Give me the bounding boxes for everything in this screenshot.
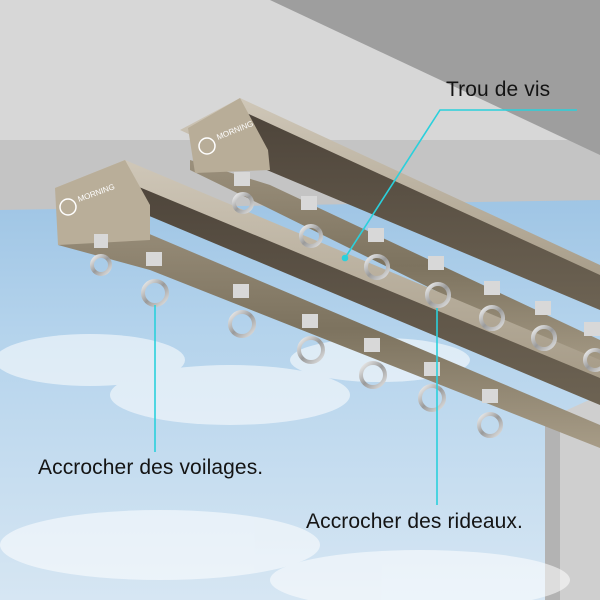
ring-hook [583,322,600,372]
ring-hook [228,284,256,338]
ring-hook [531,301,557,351]
ceiling-wall-slope [270,0,600,155]
front-rail-endcap [55,160,150,245]
back-rail-channel [240,110,600,310]
front-rail-face [58,210,600,448]
callout-dot-screw-hole [341,254,349,262]
ring-hook [90,234,112,276]
ring-hook [425,256,451,308]
back-rail-hooks [232,172,600,372]
front-rail-channel [110,175,600,405]
ring-hook [232,172,254,214]
ring-hook [297,314,325,364]
callout-lines [154,109,577,505]
sheer-curtains-label: Accrocher des voilages. [38,456,264,479]
ring-hook [299,196,323,248]
ring-hook [479,281,505,331]
ring-hook [364,228,390,280]
ring-hook [359,338,387,389]
screw-hole-label: Trou de vis [446,78,551,101]
front-rail: MORNING [55,160,600,448]
clouds [0,334,570,600]
curtains-label: Accrocher des rideaux. [306,510,523,533]
back-rail: MORNING [180,98,600,372]
ring-hook [477,389,503,438]
ring-hook [418,362,446,412]
callout-line-screw-hole [344,109,577,259]
window-frame-shade [545,414,560,600]
